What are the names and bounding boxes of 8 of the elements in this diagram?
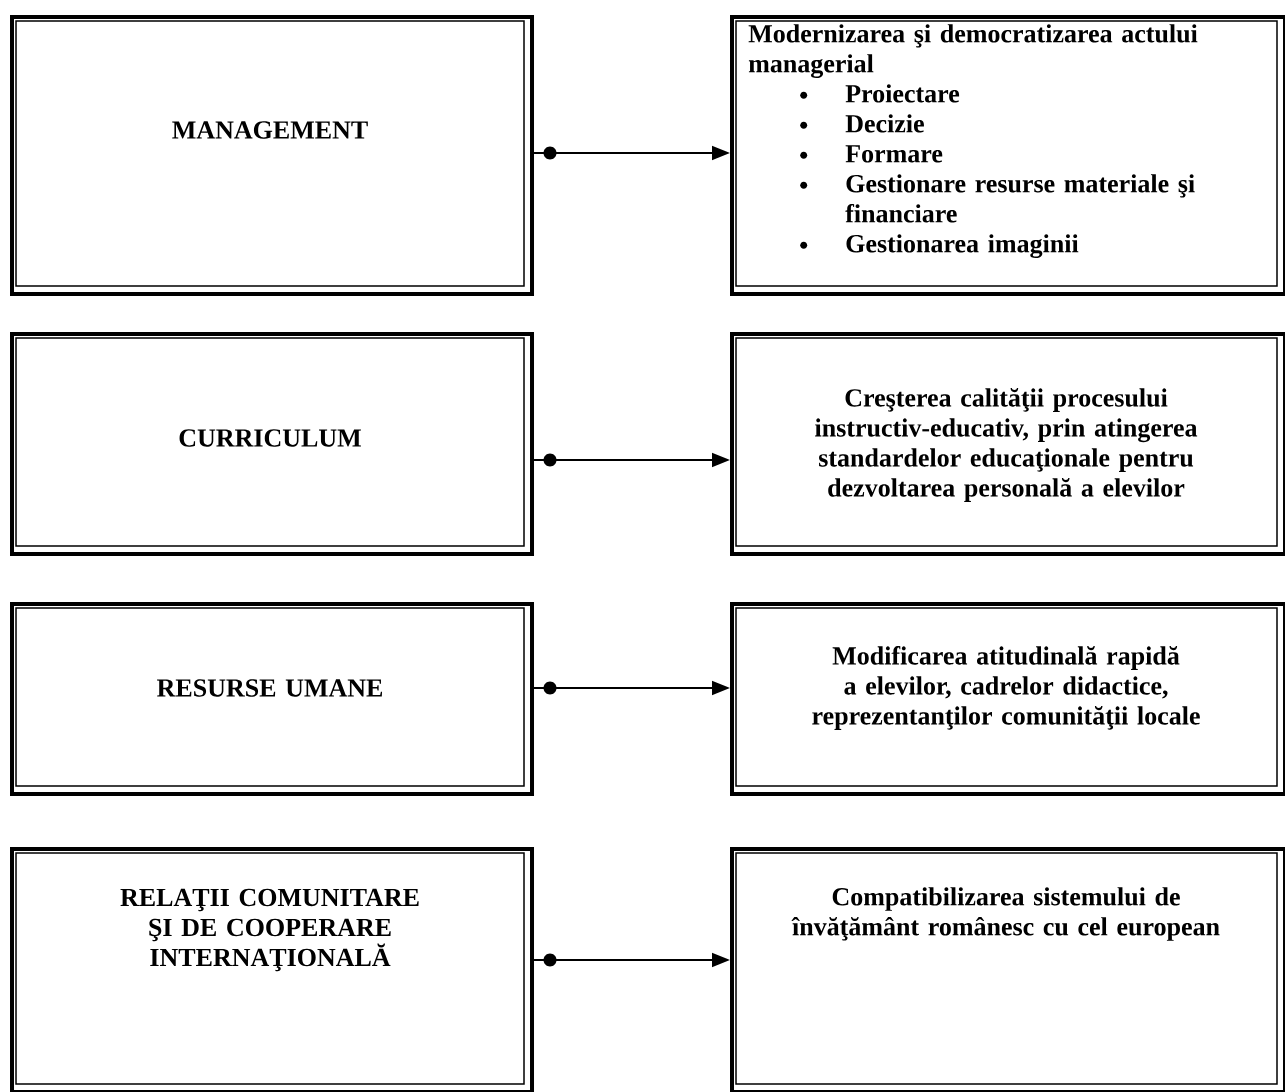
content-box: Creşterea calităţii procesului instructiv-educativ, prin atingerea standardelor educaţionale pentru dezvoltarea personală a elevilor: [730, 332, 1285, 556]
content-box: RELAŢII COMUNITARE ŞI DE COOPERARE INTERNAŢIONALĂ: [10, 847, 534, 1092]
content-box: MANAGEMENT: [10, 15, 534, 296]
content-box: Modificarea atitudinală rapidă a elevilor, cadrelor didactice, reprezentanţilor comunităţii locale: [730, 602, 1285, 796]
content-box: Modernizarea şi democratizarea actului managerial Proiectare Decizie Formare Gestionare resurse materiale şi financiare Gestionarea imaginii: [730, 15, 1285, 296]
content-box: CURRICULUM: [10, 332, 534, 556]
content-box: RESURSE UMANE: [10, 602, 534, 796]
content-box: Compatibilizarea sistemului de învăţământ românesc cu cel european: [730, 847, 1285, 1092]
